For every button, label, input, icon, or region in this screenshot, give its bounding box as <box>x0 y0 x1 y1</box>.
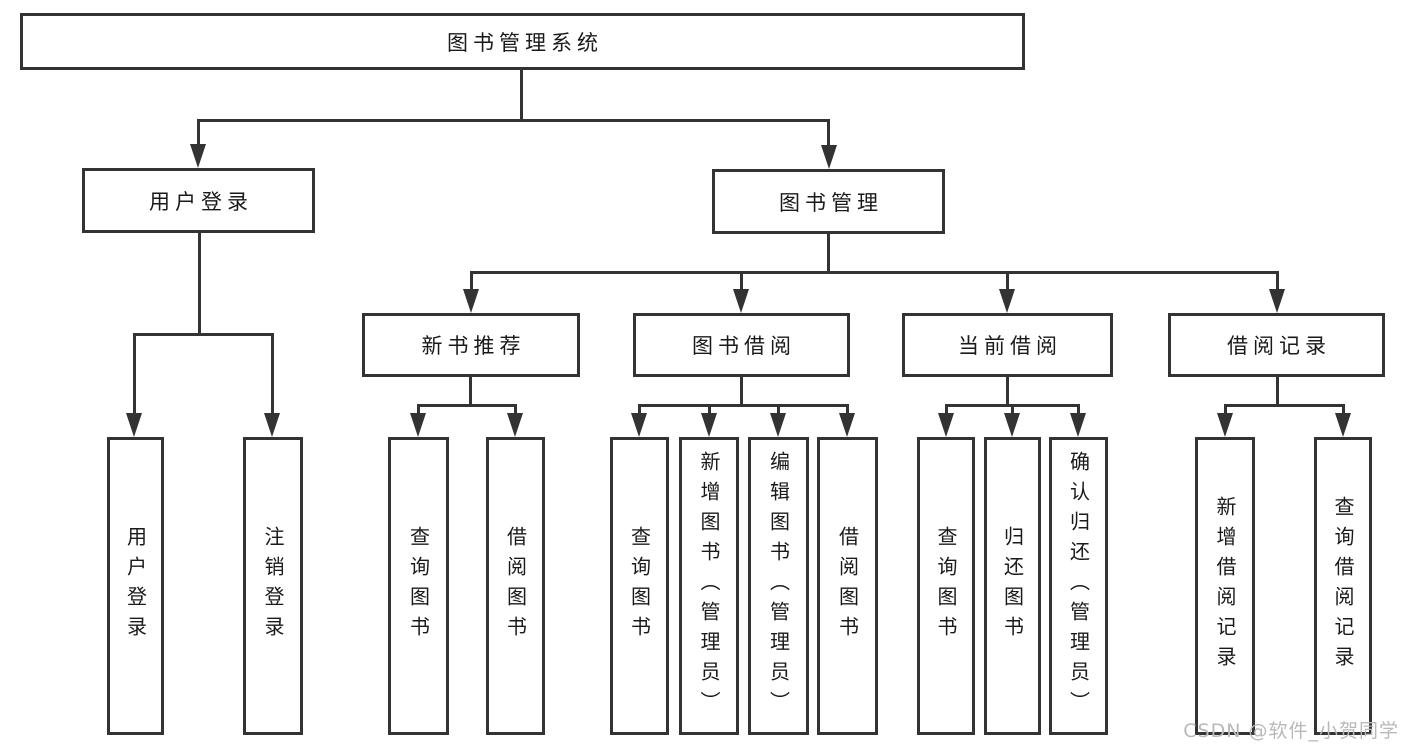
connector-borrowing-drop-4 <box>846 404 849 416</box>
arrowhead-to-user-login <box>190 144 206 168</box>
connector-newbook-drop-1 <box>417 404 420 416</box>
arrowhead-to-query-books-2 <box>631 413 647 437</box>
connector-records-drop-2 <box>1342 404 1345 416</box>
connector-userlogin-rail <box>133 333 274 336</box>
connector-borrowing-drop-2 <box>708 404 711 416</box>
leaf-borrow-books-2: 借阅图书 <box>817 437 878 735</box>
arrowhead-to-return-book <box>1004 413 1020 437</box>
arrowhead-to-book-borrowing <box>733 289 749 313</box>
connector-bookmgmt-drop-1 <box>470 271 473 293</box>
connector-newbook-drop-2 <box>514 404 517 416</box>
leaf-query-borrow-record: 查询借阅记录 <box>1314 437 1372 735</box>
connector-records-stem <box>1276 377 1279 407</box>
node-book-borrowing: 图书借阅 <box>633 313 850 377</box>
leaf-query-books-1: 查询图书 <box>388 437 449 735</box>
connector-borrowing-drop-1 <box>638 404 641 416</box>
arrowhead-to-borrowing-records <box>1269 289 1285 313</box>
connector-current-drop-1 <box>945 404 948 416</box>
leaf-query-books-2: 查询图书 <box>610 437 669 735</box>
arrowhead-to-query-books-3 <box>938 413 954 437</box>
node-new-book-recommend: 新书推荐 <box>362 313 580 377</box>
leaf-borrow-books-1: 借阅图书 <box>486 437 545 735</box>
connector-root-stem <box>520 69 523 122</box>
arrowhead-to-confirm-return-admin <box>1070 413 1086 437</box>
leaf-logout: 注销登录 <box>243 437 303 735</box>
leaf-user-login: 用户登录 <box>107 437 164 735</box>
node-book-management: 图书管理 <box>712 169 945 234</box>
leaf-query-books-3: 查询图书 <box>917 437 975 735</box>
connector-borrowing-rail <box>638 404 849 407</box>
arrowhead-to-book-management <box>821 145 837 169</box>
connector-borrowing-stem <box>740 377 743 407</box>
leaf-add-book-admin: 新增图书（管理员） <box>679 437 739 735</box>
connector-root-rail <box>197 119 830 122</box>
arrowhead-to-new-book-recommend <box>463 289 479 313</box>
connector-current-drop-2 <box>1011 404 1014 416</box>
connector-bookmgmt-drop-3 <box>1006 271 1009 293</box>
arrowhead-to-add-book-admin <box>701 413 717 437</box>
connector-userlogin-drop-2 <box>271 333 274 415</box>
arrowhead-to-add-borrow-record <box>1217 413 1233 437</box>
connector-borrowing-drop-3 <box>777 404 780 416</box>
node-borrowing-records: 借阅记录 <box>1168 313 1385 377</box>
arrowhead-to-current-borrowing <box>999 289 1015 313</box>
arrowhead-to-edit-book-admin <box>770 413 786 437</box>
connector-root-drop-right <box>827 119 830 148</box>
node-current-borrowing: 当前借阅 <box>902 313 1113 377</box>
arrowhead-to-leaf-user-login <box>126 413 142 437</box>
leaf-confirm-return-admin: 确认归还（管理员） <box>1049 437 1108 735</box>
node-root: 图书管理系统 <box>20 13 1025 70</box>
connector-records-drop-1 <box>1224 404 1227 416</box>
node-user-login: 用户登录 <box>82 168 315 233</box>
arrowhead-to-borrow-books-1 <box>507 413 523 437</box>
csdn-watermark: CSDN @软件_小贺同学 <box>1183 720 1399 742</box>
arrowhead-to-leaf-logout <box>264 413 280 437</box>
connector-records-rail <box>1224 404 1344 407</box>
connector-current-drop-3 <box>1077 404 1080 416</box>
leaf-return-book: 归还图书 <box>984 437 1041 735</box>
connector-newbook-rail <box>417 404 517 407</box>
connector-bookmgmt-drop-2 <box>740 271 743 293</box>
arrowhead-to-query-books-1 <box>410 413 426 437</box>
connector-userlogin-drop-1 <box>133 333 136 415</box>
connector-newbook-stem <box>469 377 472 407</box>
arrowhead-to-borrow-books-2 <box>839 413 855 437</box>
connector-bookmgmt-rail <box>470 271 1279 274</box>
connector-userlogin-stem <box>198 232 201 336</box>
connector-current-stem <box>1006 377 1009 407</box>
leaf-edit-book-admin: 编辑图书（管理员） <box>748 437 809 735</box>
arrowhead-to-query-borrow-record <box>1335 413 1351 437</box>
connector-root-drop-left <box>197 119 200 147</box>
connector-bookmgmt-drop-4 <box>1276 271 1279 293</box>
connector-bookmgmt-stem <box>827 234 830 274</box>
leaf-add-borrow-record: 新增借阅记录 <box>1195 437 1255 735</box>
